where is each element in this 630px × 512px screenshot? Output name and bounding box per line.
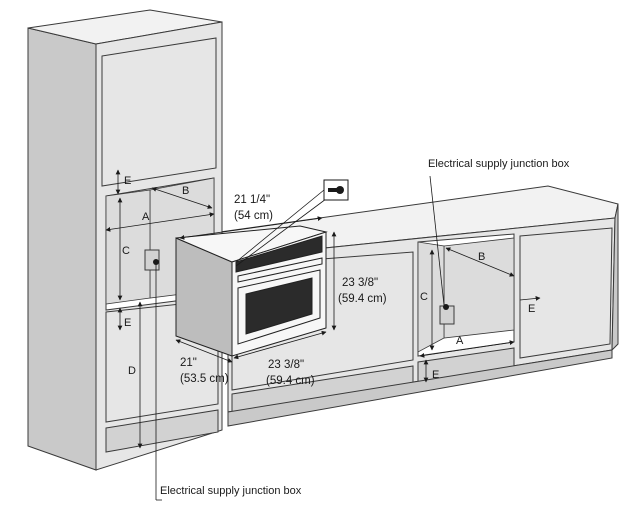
letter-b-tall: B <box>182 185 189 197</box>
wall-oven <box>175 225 328 357</box>
tall-bottom-drawer <box>105 409 219 453</box>
junction-box-base <box>439 304 455 325</box>
label-width: 23 3/8" <box>268 359 304 371</box>
oven-handle <box>237 257 323 283</box>
label-depth-width: 21 1/4" <box>234 194 270 206</box>
letter-e-right: E <box>528 303 535 315</box>
letter-a-right: A <box>456 335 464 347</box>
junction-box-tall <box>144 249 160 271</box>
dimension-lines <box>105 169 541 501</box>
label-junction-box-top: Electrical supply junction box <box>428 158 570 170</box>
letter-e-tall-bottom: E <box>124 317 131 329</box>
letter-b-right: B <box>478 251 485 263</box>
letter-e-tall-top: E <box>124 175 131 187</box>
letter-e-right-bottom: E <box>432 369 439 381</box>
letter-d-tall: D <box>128 365 136 377</box>
letter-a-tall: A <box>142 211 150 223</box>
oven-control-panel <box>235 235 323 273</box>
label-height-cm: (59.4 cm) <box>338 293 387 305</box>
label-width-cm: (59.4 cm) <box>266 375 315 387</box>
right-door <box>519 227 613 359</box>
upper-door <box>101 37 217 187</box>
screw-icon <box>323 179 349 201</box>
label-depth-cm: (53.5 cm) <box>180 373 229 385</box>
label-height: 23 3/8" <box>342 277 378 289</box>
label-depth: 21" <box>180 357 197 369</box>
letter-c-tall: C <box>122 245 130 257</box>
oven-window <box>245 277 313 335</box>
label-junction-box-bottom: Electrical supply junction box <box>160 485 302 497</box>
tall-cabinet-side <box>27 27 97 471</box>
label-depth-width-cm: (54 cm) <box>234 210 273 222</box>
letter-c-right: C <box>420 291 428 303</box>
